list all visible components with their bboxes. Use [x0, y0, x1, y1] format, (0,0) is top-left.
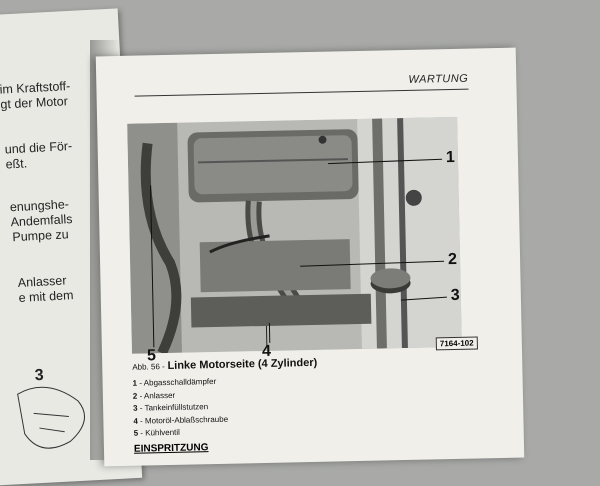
- left-line-2: gt der Motor: [0, 94, 68, 112]
- figure-code: 7164-102: [436, 337, 478, 351]
- caption-number: Abb. 56 -: [132, 362, 165, 372]
- legend-item: 4 - Motoröl-Ablaßschraube: [133, 414, 228, 429]
- figure-legend: 1 - Abgasschalldämpfer 2 - Anlasser 3 - …: [132, 376, 228, 441]
- section-heading: EINSPRITZUNG: [134, 442, 209, 455]
- legend-item: 1 - Abgasschalldämpfer: [132, 376, 227, 391]
- left-line-7: Pumpe zu: [12, 227, 69, 244]
- left-line-9: e mit dem: [18, 288, 74, 305]
- legend-item: 5 - Kühlventil: [134, 426, 229, 441]
- left-line-8: Anlasser: [17, 273, 66, 290]
- callout-leader-lines: [96, 48, 523, 377]
- left-line-4: eßt.: [5, 156, 27, 171]
- left-line-3: und die För-: [4, 139, 72, 157]
- right-page: WARTUNG 1 2 3 4 5: [96, 48, 524, 467]
